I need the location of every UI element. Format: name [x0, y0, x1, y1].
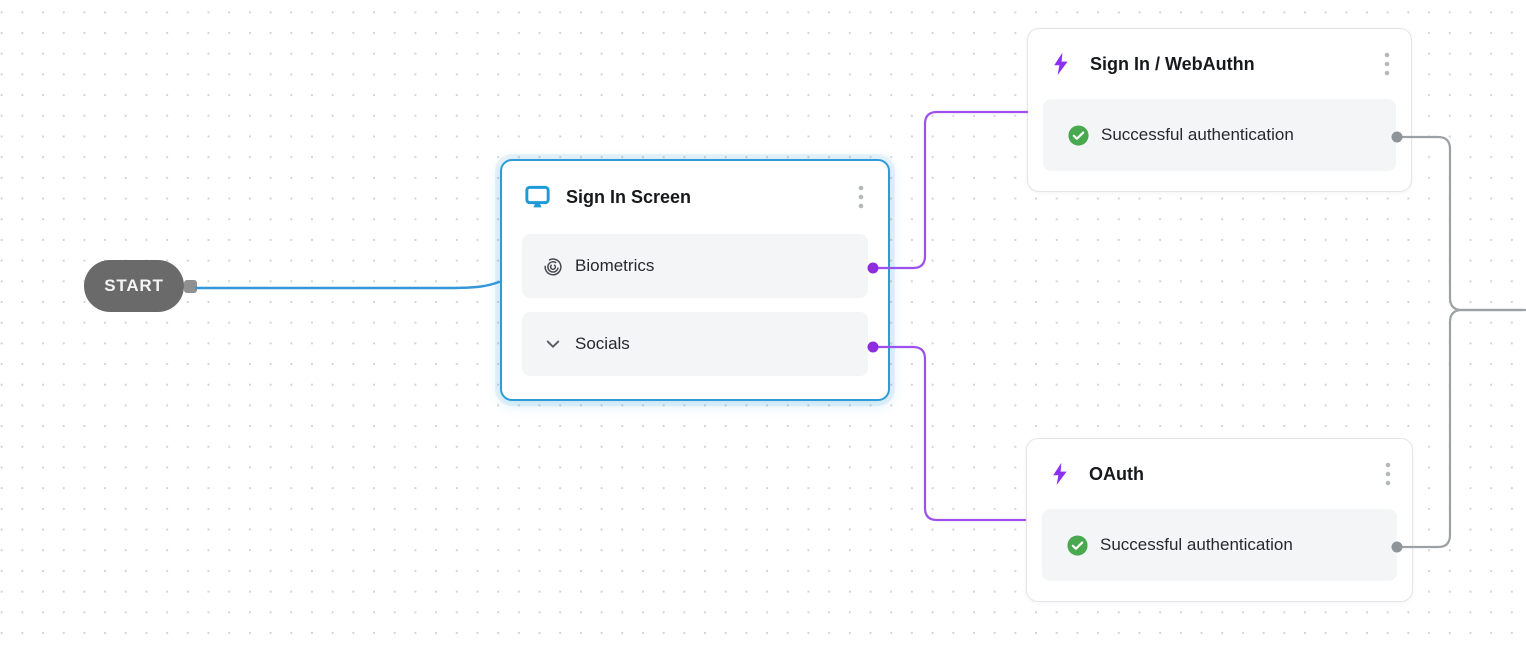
- start-node[interactable]: START: [84, 260, 184, 312]
- edge-webauthn-success-offscreen[interactable]: [1395, 135, 1526, 312]
- row-successful-authentication[interactable]: Successful authentication: [1042, 509, 1397, 581]
- check-circle-icon: [1066, 534, 1089, 557]
- row-label: Successful authentication: [1100, 535, 1293, 554]
- node-sign-in-screen[interactable]: Sign In Screen Biometrics: [500, 159, 890, 401]
- lightning-icon: [1051, 52, 1071, 76]
- connector-dot-biometrics[interactable]: [867, 262, 879, 274]
- node-title: OAuth: [1089, 463, 1144, 484]
- lightning-icon: [1050, 462, 1070, 486]
- start-output-handle[interactable]: [184, 280, 197, 293]
- node-oauth[interactable]: OAuth Successful authentication: [1026, 438, 1413, 602]
- kebab-menu-icon[interactable]: [856, 182, 866, 212]
- edge-oauth-success-offscreen[interactable]: [1395, 308, 1524, 549]
- connector-dot-webauthn-success[interactable]: [1391, 131, 1403, 143]
- row-biometrics[interactable]: Biometrics: [522, 234, 868, 298]
- row-label: Biometrics: [575, 256, 655, 275]
- row-label: Socials: [575, 334, 630, 353]
- monitor-icon: [524, 185, 551, 210]
- chevron-down-icon: [542, 333, 564, 355]
- check-circle-icon: [1067, 124, 1090, 147]
- node-sign-in-webauthn[interactable]: Sign In / WebAuthn Successful authentica…: [1027, 28, 1412, 192]
- edge-socials-to-oauth[interactable]: [871, 345, 1027, 522]
- node-title: Sign In Screen: [566, 186, 692, 207]
- row-label: Successful authentication: [1101, 125, 1294, 144]
- kebab-menu-icon[interactable]: [1382, 49, 1392, 79]
- row-successful-authentication[interactable]: Successful authentication: [1043, 99, 1396, 171]
- node-header: Sign In / WebAuthn: [1043, 51, 1396, 77]
- edge-biometrics-to-webauthn[interactable]: [871, 110, 1029, 270]
- start-label: START: [104, 276, 164, 295]
- edge-start-to-sign-in-screen[interactable]: [194, 280, 501, 290]
- kebab-menu-icon[interactable]: [1383, 459, 1393, 489]
- node-title: Sign In / WebAuthn: [1090, 53, 1255, 74]
- row-socials[interactable]: Socials: [522, 312, 868, 376]
- fingerprint-icon: [542, 255, 564, 277]
- node-header: Sign In Screen: [522, 183, 868, 211]
- connector-dot-oauth-success[interactable]: [1391, 541, 1403, 553]
- node-header: OAuth: [1042, 461, 1397, 487]
- connector-dot-socials[interactable]: [867, 341, 879, 353]
